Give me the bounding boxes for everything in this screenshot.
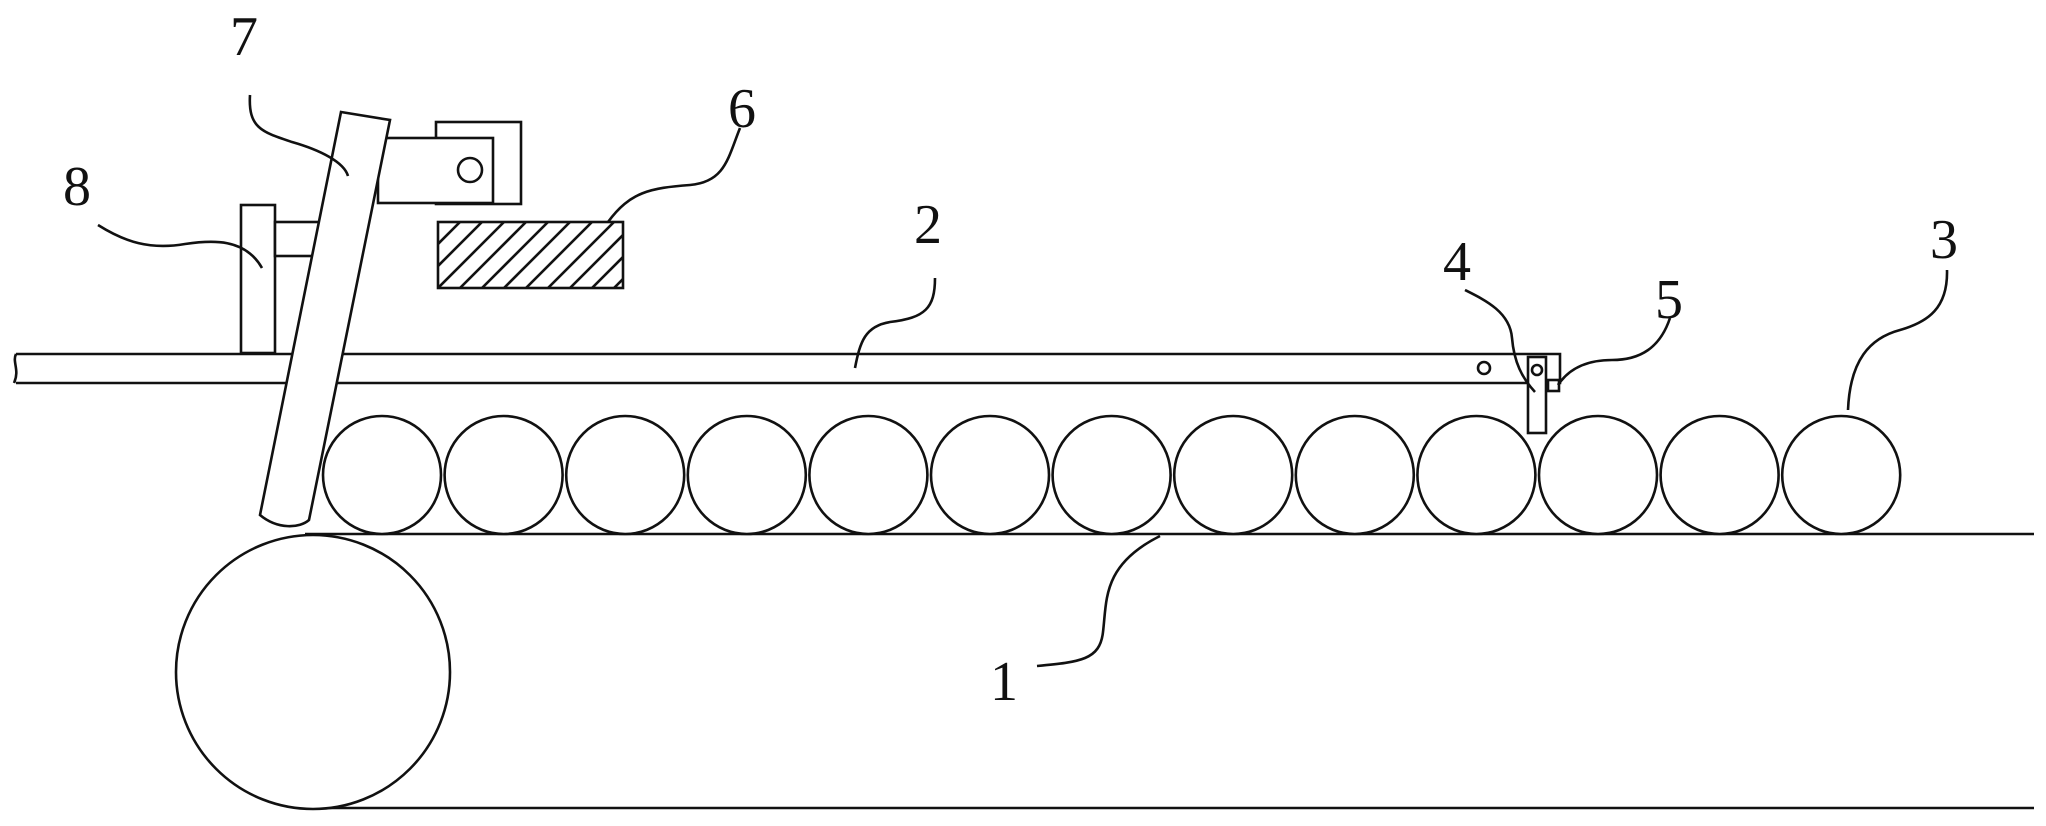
ball: [931, 416, 1049, 534]
leader-8: [98, 225, 262, 268]
label-support: 8: [63, 156, 91, 218]
rail: [14, 354, 1560, 383]
counterweight: [438, 222, 623, 288]
leader-6: [608, 128, 740, 222]
leader-3: [1848, 270, 1947, 410]
label-balls: 3: [1930, 209, 1958, 271]
hatch-line: [680, 222, 746, 288]
ball: [1174, 416, 1292, 534]
support-post: [241, 205, 275, 353]
label-hook: 4: [1443, 231, 1471, 293]
ball: [323, 416, 441, 534]
ball: [688, 416, 806, 534]
counterweight-assembly: [372, 122, 746, 288]
hook-assembly: [1528, 357, 1559, 433]
ball: [1539, 416, 1657, 534]
ball: [1782, 416, 1900, 534]
label-counterweight: 6: [728, 78, 756, 140]
counterweight-hatching: [372, 222, 746, 288]
label-belt: 1: [990, 651, 1018, 713]
label-pin: 5: [1655, 269, 1683, 331]
ball-row: [323, 416, 1900, 534]
ball: [809, 416, 927, 534]
label-rail: 2: [914, 194, 942, 256]
ball: [1661, 416, 1779, 534]
ball: [566, 416, 684, 534]
rail-body: [16, 354, 1560, 383]
conveyor-belt: [176, 534, 2034, 809]
ball: [1417, 416, 1535, 534]
hatch-line: [372, 222, 438, 288]
pin: [1548, 380, 1559, 391]
leader-4: [1465, 290, 1535, 392]
leader-1: [1037, 536, 1160, 666]
rail-hole: [1478, 362, 1490, 374]
hatch-line: [636, 222, 702, 288]
leader-5: [1558, 318, 1670, 385]
drive-roller: [176, 535, 450, 809]
hook-pivot: [1532, 365, 1542, 375]
ball: [1053, 416, 1171, 534]
ball: [1296, 416, 1414, 534]
pivot-pin: [458, 158, 482, 182]
label-arm: 7: [230, 6, 258, 68]
hatch-line: [658, 222, 724, 288]
rail-break-line: [14, 354, 16, 383]
ball: [445, 416, 563, 534]
